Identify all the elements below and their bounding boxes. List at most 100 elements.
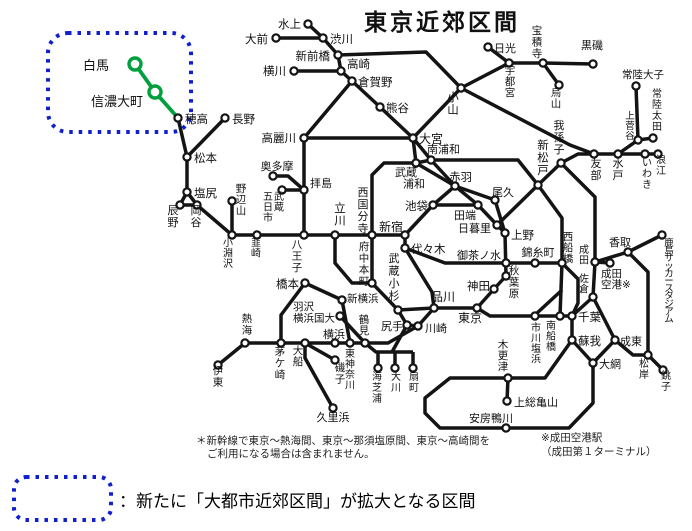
rail-line-segment [460,86,595,156]
rail-line-segment [559,161,597,262]
rail-line-segment [302,79,354,140]
station-label: 銚子 [661,369,671,393]
station-label: 長野 [232,112,255,126]
station-label: 高麗川 [262,131,297,145]
station-横川 [289,66,299,76]
station-label: 倉賀野 [358,75,393,89]
station-岡谷 [192,200,202,210]
station-神田 [489,284,499,294]
station-label: 東神奈川 [345,347,355,392]
station-label: 扇町 [409,370,419,394]
station-成東 [610,335,620,345]
station-秋葉原 [501,271,511,281]
rail-line-segment [339,69,415,140]
station-大川 [390,363,400,373]
station-長野 [220,113,230,123]
station-塩尻 [182,187,192,197]
station-水戸 [613,149,623,159]
station-香取 [623,247,633,257]
station-南船橋 [555,311,565,321]
station-label: 南浦和 [427,143,460,156]
rail-line-segment [475,232,508,310]
station-佐倉 [588,292,598,302]
new-section-box [46,31,193,134]
station-八王子 [299,230,309,240]
rail-line-segment [558,262,564,317]
rail-line-segment [363,341,413,354]
rail-line-segment [273,174,306,192]
station-上野 [500,228,510,238]
station-市川塩浜 [530,311,540,321]
rail-line-segment [404,246,506,265]
rail-line-segment [403,247,436,309]
station-代々木 [400,243,410,253]
rail-line-segment [591,261,597,298]
rail-line-segment [185,116,227,159]
rail-line-segment [279,281,307,343]
station-水上 [303,19,313,29]
station-label: 日暮里 [458,221,491,235]
station-武蔵五日市 [277,185,287,195]
station-西船橋 [557,258,567,268]
station-label: 赤羽 [449,170,472,184]
rail-line-segment [337,50,463,90]
station-信濃大町 [147,84,163,100]
narita-note-line1: ※成田空港駅 [541,431,603,444]
station-label: 大網 [599,357,621,371]
station-label: 成東 [620,335,642,348]
station-label: 佐倉 [579,273,589,296]
station-label: 浪江 [656,153,666,177]
station-label: 上野 [511,228,534,242]
station-label: いわき [642,158,652,191]
station-label: 大前 [245,32,268,46]
rail-line-segment [508,338,574,380]
station-label: 品川 [431,290,455,304]
station-label: 磯子 [335,361,346,386]
station-label: 奥多摩 [261,159,294,173]
rail-line-segment [411,61,510,140]
station-黒磯 [588,59,598,69]
rail-line-segment [626,250,650,355]
station-label: 伊東 [213,365,224,389]
station-label: 小山 [447,90,459,117]
station-label: 茅ケ崎 [275,346,286,381]
station-label: 横浜 [323,327,345,341]
station-常陸大子 [631,81,641,91]
station-新宿 [400,230,410,240]
station-鹿島サッカースタジアム [657,230,667,240]
rail-line-segment [627,233,663,254]
station-label: 熱海 [242,312,253,337]
station-label: 神田 [467,279,490,293]
station-label: 常陸大子 [622,68,664,81]
station-label: 武蔵 [274,190,284,214]
station-label: 水上 [278,17,301,31]
station-label: 南船橋 [546,319,556,353]
station-label: 拝島 [310,176,332,190]
narita-note-line2: （成田第１ターミナル） [541,445,657,458]
station-label: 鶴見 [359,313,370,337]
station-label: 大宮 [419,131,443,146]
station-日暮里 [492,220,502,230]
legend-sample-box [12,475,113,522]
station-label: 高崎 [347,57,370,71]
station-上総亀山 [502,396,512,406]
station-label: 木更津 [498,339,509,373]
station-label: 池袋 [405,199,428,213]
rail-line-segment [509,61,594,66]
station-小淵沢 [227,230,237,240]
rail-lines [176,22,665,430]
station-新前橋 [333,50,343,60]
shinkansen-note-line2: ご利用になる場合は含まれません。 [207,447,375,460]
station-label: 韮崎 [251,237,261,260]
rail-line-segment [370,161,416,283]
station-千葉 [567,311,577,321]
station-label: 市川塩浜 [531,321,541,366]
station-宇都宮 [504,58,514,68]
station-木更津 [503,373,513,383]
rail-line-segment [304,341,336,362]
station-横浜 [330,338,340,348]
rail-line-segment [333,235,372,285]
station-label: 海芝浦 [372,370,382,405]
station-label: 宇都宮 [505,64,516,99]
